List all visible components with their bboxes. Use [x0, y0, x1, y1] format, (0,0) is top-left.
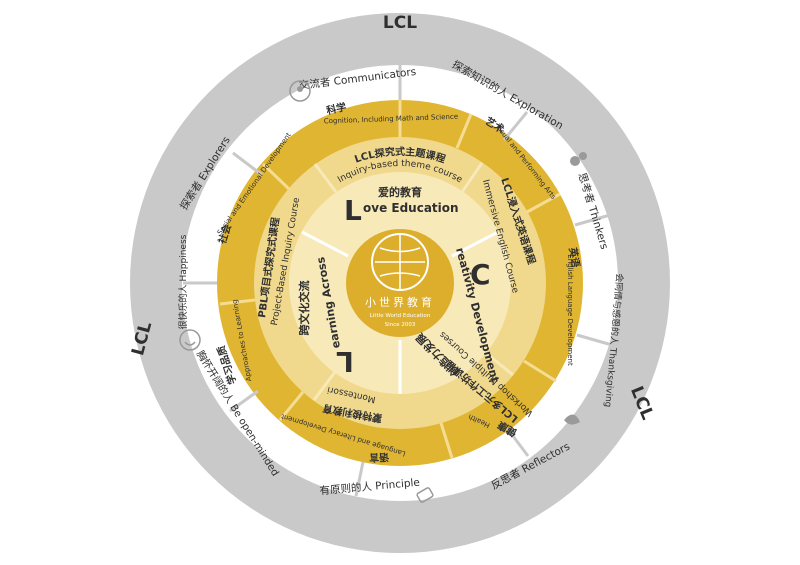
happiness-icon	[179, 329, 201, 351]
core-dividers	[301, 230, 499, 394]
profile-happiness: 很快乐的人 Happiness	[177, 234, 189, 329]
profile-dividers	[183, 65, 613, 497]
reflectors-icon	[564, 414, 580, 425]
domain-dividers	[219, 100, 561, 459]
course-dividers	[312, 162, 514, 401]
communicators-icon	[289, 80, 311, 102]
children-icon	[375, 234, 425, 290]
domain-language-cn: 语言	[369, 451, 389, 465]
thinkers-icon	[570, 152, 587, 166]
school-since: Since 2003	[385, 322, 416, 328]
school-name-en: Little World Education	[370, 313, 431, 319]
core-learning-cn: 跨文化交流	[297, 281, 311, 336]
core-love-cn: 爱的教育	[378, 185, 422, 199]
principle-icon	[416, 487, 434, 503]
core-love-en: ove Education	[363, 201, 459, 215]
school-name-cn: 小世界教育	[365, 295, 435, 309]
domain-english-cn: 英语	[566, 245, 582, 268]
core-learning-letter: L	[336, 345, 354, 378]
domain-english-en: English Language Development	[566, 254, 574, 366]
core-creativity-letter: C	[470, 258, 491, 291]
core-love-letter: L	[344, 194, 362, 227]
domain-science-cn: 科学	[325, 100, 347, 117]
outer-label-top: LCL	[383, 13, 417, 33]
